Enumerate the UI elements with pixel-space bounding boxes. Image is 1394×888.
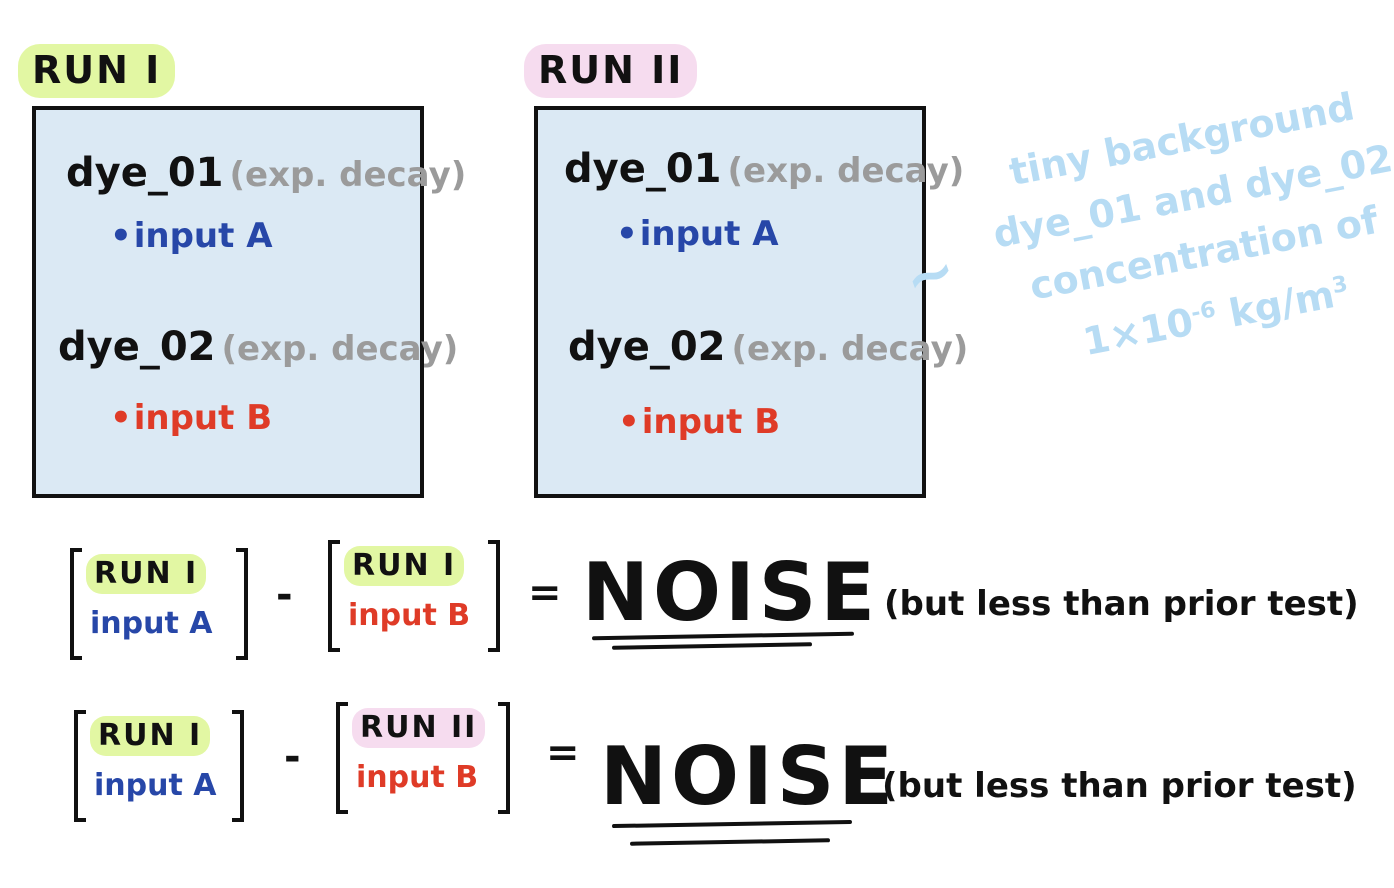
equation-1-underline-2 <box>611 642 813 650</box>
background-concentration-note: tiny background dye_01 and dye_02 concen… <box>975 72 1394 385</box>
dye-01-decay-note: (exp. decay) <box>727 151 965 191</box>
equation-2-equals: = <box>546 730 580 776</box>
note-exponent: -6 <box>1189 297 1218 327</box>
dye-02-decay-note: (exp. decay) <box>731 329 969 369</box>
run-1-title: RUN I <box>18 44 176 98</box>
dye-01-label: dye_01 <box>66 150 224 196</box>
term-input-label: input B <box>356 760 479 795</box>
equation-2-result: NOISE <box>600 730 897 823</box>
run-2-dye-02: dye_02(exp. decay) <box>568 324 968 370</box>
term-run-label: RUN I <box>86 554 207 594</box>
term-input-label: input A <box>94 768 217 803</box>
right-bracket <box>232 710 244 822</box>
run-1-dye-02: dye_02(exp. decay) <box>58 324 458 370</box>
right-bracket <box>236 548 248 660</box>
term-run-label: RUN II <box>352 708 486 748</box>
bullet-icon: • <box>618 402 640 442</box>
left-bracket <box>74 710 86 822</box>
input-b-label: input B <box>133 398 273 438</box>
right-bracket <box>488 540 500 652</box>
equation-1-right-term: RUN I input B <box>328 540 500 652</box>
note-unit: kg/m <box>1225 272 1338 336</box>
left-bracket <box>70 548 82 660</box>
term-run-label: RUN I <box>90 716 211 756</box>
input-a-label: input A <box>133 216 273 256</box>
term-input-label: input A <box>90 606 213 641</box>
left-bracket <box>336 702 348 814</box>
equation-2-comment: (but less than prior test) <box>882 766 1357 806</box>
input-a-label: input A <box>639 214 779 254</box>
equation-2-minus: - <box>284 734 301 780</box>
equation-2-left-term: RUN I input A <box>74 710 244 822</box>
term-run-label: RUN I <box>344 546 465 586</box>
equation-1-minus: - <box>276 572 293 618</box>
term-input-label: input B <box>348 598 471 633</box>
equation-1-result: NOISE <box>582 546 879 639</box>
dye-02-label: dye_02 <box>58 324 216 370</box>
run-2-input-b: •input B <box>618 402 780 442</box>
run-1-dye-01: dye_01(exp. decay) <box>66 150 466 196</box>
bullet-icon: • <box>110 398 132 438</box>
run-1-input-a: •input A <box>110 216 273 256</box>
run-1-box: dye_01(exp. decay) •input A dye_02(exp. … <box>32 106 466 498</box>
run-2-title: RUN II <box>524 44 698 98</box>
run-1-input-b: •input B <box>110 398 272 438</box>
equation-1-comment: (but less than prior test) <box>884 584 1359 624</box>
left-bracket <box>328 540 340 652</box>
right-bracket <box>498 702 510 814</box>
input-b-label: input B <box>641 402 781 442</box>
dye-02-decay-note: (exp. decay) <box>221 329 459 369</box>
run-2-input-a: •input A <box>616 214 779 254</box>
equation-1-left-term: RUN I input A <box>70 548 248 660</box>
dye-01-decay-note: (exp. decay) <box>229 155 467 195</box>
equation-2-right-term: RUN II input B <box>336 702 510 814</box>
dye-01-label: dye_01 <box>564 146 722 192</box>
note-coefficient: 1×10 <box>1079 299 1197 365</box>
equation-2-underline-2 <box>629 838 831 846</box>
bullet-icon: • <box>616 214 638 254</box>
equation-1-equals: = <box>528 570 562 616</box>
dye-02-label: dye_02 <box>568 324 726 370</box>
run-2-box: dye_01(exp. decay) •input A dye_02(exp. … <box>534 106 968 498</box>
bullet-icon: • <box>110 216 132 256</box>
run-2-dye-01: dye_01(exp. decay) <box>564 146 964 192</box>
